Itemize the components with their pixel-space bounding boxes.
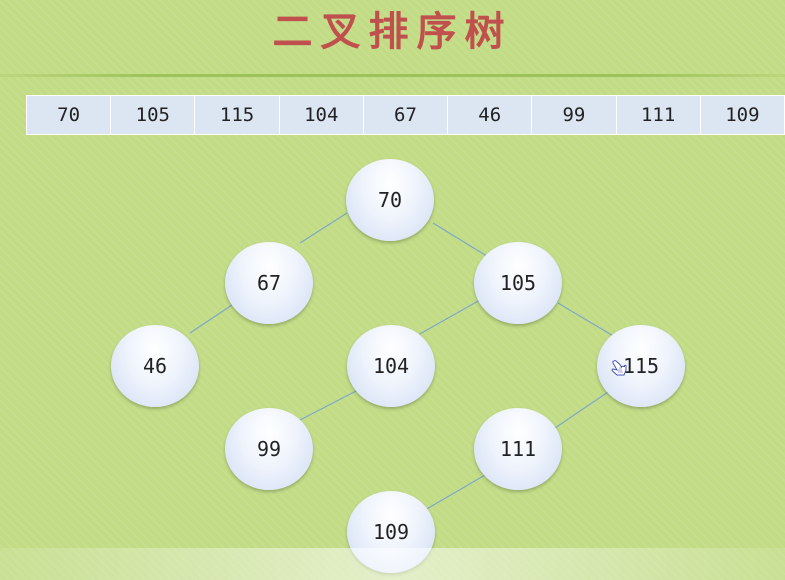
edge-105-104 [417, 299, 481, 336]
sequence-cell: 104 [279, 96, 363, 134]
sequence-cell: 105 [111, 96, 195, 134]
sequence-cell: 46 [448, 96, 532, 134]
hand-pointer-icon [611, 360, 627, 376]
slide-title: 二叉排序树 [272, 8, 513, 55]
edge-70-105 [432, 222, 491, 259]
sequence-cell: 109 [700, 96, 784, 134]
sequence-cell: 99 [532, 96, 616, 134]
sequence-cell: 70 [27, 96, 111, 134]
sequence-cell: 111 [616, 96, 700, 134]
edge-115-111 [554, 391, 609, 429]
edge-70-67 [299, 212, 348, 244]
bottom-highlight [0, 548, 785, 580]
sequence-cell: 115 [195, 96, 279, 134]
title-divider [0, 74, 785, 77]
tree-node: 104 [347, 325, 435, 407]
tree-node: 105 [474, 242, 562, 324]
tree-node: 70 [346, 159, 434, 241]
edge-105-115 [557, 302, 616, 338]
tree-node: 99 [225, 408, 313, 490]
sequence-cell: 67 [363, 96, 448, 134]
edge-67-46 [189, 304, 233, 334]
edge-111-109 [424, 474, 486, 511]
tree-node: 111 [474, 408, 562, 490]
edge-104-99 [299, 389, 359, 421]
tree-node: 115 [597, 325, 685, 407]
tree-node: 67 [225, 242, 313, 324]
tree-node: 46 [111, 325, 199, 407]
sequence-table: 70 105 115 104 67 46 99 111 109 [26, 95, 785, 135]
